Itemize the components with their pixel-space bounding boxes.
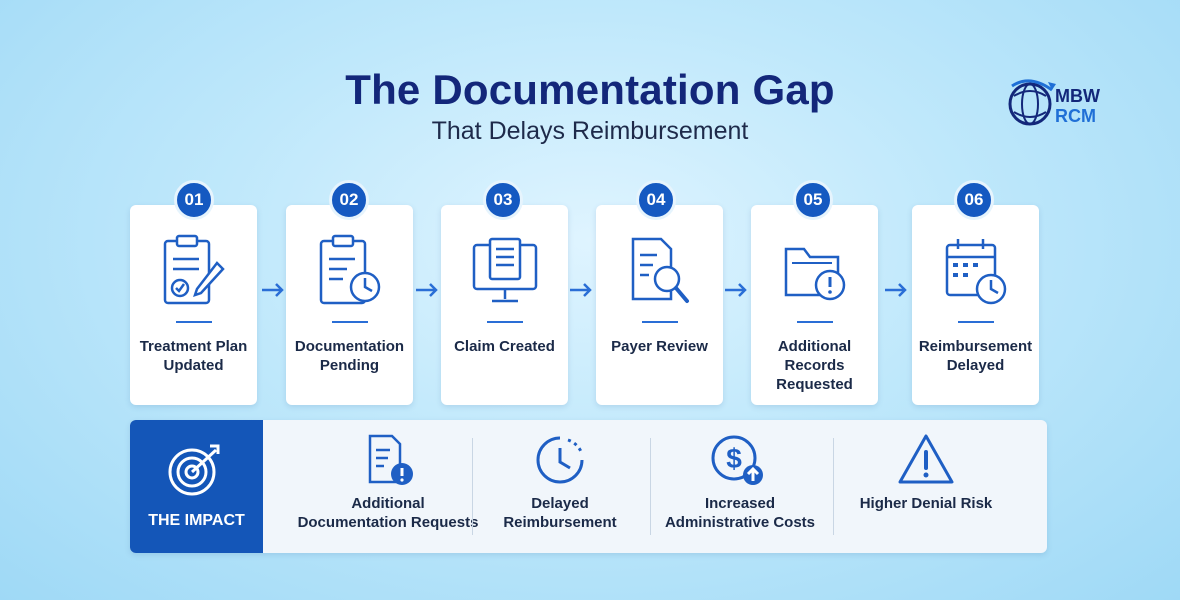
arrow-right-icon xyxy=(725,283,747,297)
impact-label: Higher Denial Risk xyxy=(859,495,993,512)
impact-item-administrative-costs: $ Increased Administrative Costs xyxy=(654,420,826,553)
step-label-additional-records-requested: Additional Records Requested xyxy=(776,338,853,393)
step-card-1: Treatment Plan Updated xyxy=(130,205,257,405)
impact-title: THE IMPACT xyxy=(148,512,245,529)
impact-divider xyxy=(472,438,473,535)
step-badge-05: 05 xyxy=(793,180,833,220)
dollar-up-icon: $ xyxy=(711,435,763,485)
step-badge-01: 01 xyxy=(174,180,214,220)
step-underline xyxy=(958,321,994,323)
arrow-right-icon xyxy=(416,283,438,297)
impact-divider xyxy=(650,438,651,535)
impact-label: Additional Documentation Requests xyxy=(297,495,479,531)
folder-alert-icon xyxy=(784,247,846,301)
logo-text-mbw: MBW xyxy=(1055,86,1100,106)
step-underline xyxy=(642,321,678,323)
arrow-right-icon xyxy=(885,283,907,297)
calendar-clock-icon xyxy=(945,239,1007,305)
warning-triangle-icon xyxy=(898,434,954,484)
clock-icon xyxy=(536,436,584,484)
step-label-treatment-plan-updated: Treatment Plan Updated xyxy=(139,338,248,374)
step-card-6: Reimbursement Delayed xyxy=(912,205,1039,405)
step-underline xyxy=(332,321,368,323)
impact-item-documentation-requests: Additional Documentation Requests xyxy=(296,420,480,553)
arrow-right-icon xyxy=(262,283,284,297)
document-alert-icon xyxy=(368,434,413,485)
page-title: The Documentation Gap xyxy=(345,66,835,113)
clipboard-check-pen-icon xyxy=(163,234,225,305)
step-badge-02: 02 xyxy=(329,180,369,220)
page-subtitle: That Delays Reimbursement xyxy=(431,117,749,145)
step-badge-03: 03 xyxy=(483,180,523,220)
impact-item-delayed-reimbursement: Delayed Reimbursement xyxy=(480,420,640,553)
step-label-claim-created: Claim Created xyxy=(454,338,555,355)
step-badge-04: 04 xyxy=(636,180,676,220)
impact-divider xyxy=(833,438,834,535)
target-arrow-icon xyxy=(168,444,220,496)
step-badge-06: 06 xyxy=(954,180,994,220)
step-underline xyxy=(487,321,523,323)
step-card-3: Claim Created xyxy=(441,205,568,405)
clipboard-clock-icon xyxy=(319,234,381,305)
step-underline xyxy=(176,321,212,323)
arrow-right-icon xyxy=(570,283,592,297)
step-card-4: Payer Review xyxy=(596,205,723,405)
impact-label: Increased Administrative Costs xyxy=(664,495,816,531)
step-underline xyxy=(797,321,833,323)
impact-header: THE IMPACT xyxy=(130,420,263,553)
logo-text-rcm: RCM xyxy=(1055,106,1096,126)
monitor-document-icon xyxy=(472,237,538,303)
document-magnifier-icon xyxy=(631,237,689,303)
step-card-2: Documentation Pending xyxy=(286,205,413,405)
step-card-5: Additional Records Requested xyxy=(751,205,878,405)
step-label-reimbursement-delayed: Reimbursement Delayed xyxy=(918,338,1033,374)
svg-text:$: $ xyxy=(726,443,742,474)
impact-item-denial-risk: Higher Denial Risk xyxy=(836,420,1016,553)
globe-logo-icon xyxy=(1008,79,1056,126)
step-label-documentation-pending: Documentation Pending xyxy=(294,338,405,374)
impact-label: Delayed Reimbursement xyxy=(503,495,617,531)
step-label-payer-review: Payer Review xyxy=(611,338,708,355)
impact-panel: THE IMPACT Additional Documentation Requ… xyxy=(130,420,1047,553)
